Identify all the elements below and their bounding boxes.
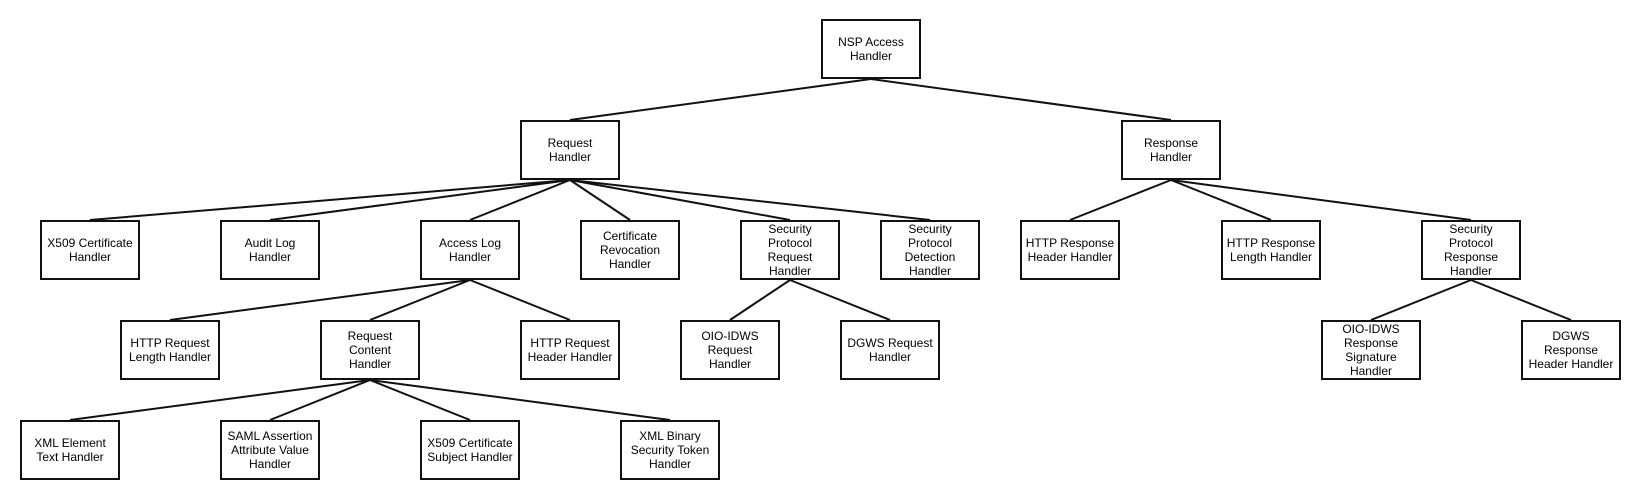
- node-request-handler: Request Handler: [520, 120, 620, 180]
- edge-reqcontent-to-xmlbin: [369, 379, 671, 421]
- node-oio-idws-request-handler: OIO-IDWS Request Handler: [680, 320, 780, 380]
- node-label: Audit Log Handler: [244, 236, 296, 264]
- edge-secresp-to-dgwsresp: [1470, 279, 1572, 321]
- node-label: SAML Assertion Attribute Value Handler: [227, 429, 313, 471]
- node-certificate-revocation-handler: Certificate Revocation Handler: [580, 220, 680, 280]
- edge-request-to-access: [469, 179, 571, 221]
- node-label: Request Handler: [547, 136, 593, 164]
- node-label: Security Protocol Response Handler: [1443, 222, 1499, 278]
- edge-request-to-revocation: [569, 179, 631, 221]
- node-http-response-length-handler: HTTP Response Length Handler: [1221, 220, 1321, 280]
- edge-request-to-x509: [89, 179, 571, 221]
- edge-root-to-response: [870, 78, 1172, 121]
- node-label: HTTP Request Length Handler: [128, 336, 212, 364]
- edge-reqcontent-to-saml: [269, 379, 371, 421]
- node-label: Response Handler: [1143, 136, 1199, 164]
- node-saml-assertion-attribute-value-handler: SAML Assertion Attribute Value Handler: [220, 420, 320, 480]
- node-label: XML Element Text Handler: [34, 436, 106, 464]
- node-label: OIO-IDWS Response Signature Handler: [1342, 322, 1400, 378]
- edge-request-to-secreq: [569, 179, 791, 221]
- node-security-protocol-response-handler: Security Protocol Response Handler: [1421, 220, 1521, 280]
- node-x509-certificate-subject-handler: X509 Certificate Subject Handler: [420, 420, 520, 480]
- edge-response-to-httpresplen: [1170, 179, 1272, 221]
- node-dgws-request-handler: DGWS Request Handler: [840, 320, 940, 380]
- node-http-request-length-handler: HTTP Request Length Handler: [120, 320, 220, 380]
- node-http-response-header-handler: HTTP Response Header Handler: [1020, 220, 1120, 280]
- node-label: Security Protocol Request Handler: [767, 222, 813, 278]
- node-label: DGWS Request Handler: [847, 336, 933, 364]
- edge-root-to-request: [569, 78, 872, 121]
- node-label: OIO-IDWS Request Handler: [701, 329, 759, 371]
- edge-request-to-audit: [269, 179, 571, 221]
- node-dgws-response-header-handler: DGWS Response Header Handler: [1521, 320, 1621, 380]
- node-label: HTTP Response Header Handler: [1025, 236, 1115, 264]
- node-xml-binary-security-token-handler: XML Binary Security Token Handler: [620, 420, 720, 480]
- node-xml-element-text-handler: XML Element Text Handler: [20, 420, 120, 480]
- node-nsp-access-handler: NSP Access Handler: [821, 19, 921, 79]
- node-label: NSP Access Handler: [838, 35, 904, 63]
- edge-reqcontent-to-x509subj: [369, 379, 471, 421]
- node-audit-log-handler: Audit Log Handler: [220, 220, 320, 280]
- edge-secreq-to-dgwsreq: [789, 279, 891, 321]
- edge-access-to-httpreqheader: [469, 279, 571, 321]
- node-x509-certificate-handler: X509 Certificate Handler: [40, 220, 140, 280]
- node-label: Request Content Handler: [347, 329, 393, 371]
- node-response-handler: Response Handler: [1121, 120, 1221, 180]
- node-security-protocol-request-handler: Security Protocol Request Handler: [740, 220, 840, 280]
- node-oio-idws-response-signature-handler: OIO-IDWS Response Signature Handler: [1321, 320, 1421, 380]
- node-label: HTTP Request Header Handler: [527, 336, 613, 364]
- edge-request-to-secdet: [569, 179, 931, 221]
- edge-access-to-httpreqlen: [169, 279, 471, 321]
- node-label: XML Binary Security Token Handler: [630, 429, 710, 471]
- node-label: X509 Certificate Subject Handler: [427, 436, 513, 464]
- edge-access-to-reqcontent: [369, 279, 471, 321]
- node-label: Certificate Revocation Handler: [599, 229, 661, 271]
- node-access-log-handler: Access Log Handler: [420, 220, 520, 280]
- node-request-content-handler: Request Content Handler: [320, 320, 420, 380]
- edge-response-to-httprespheader: [1069, 179, 1172, 221]
- edge-secreq-to-oioreq: [729, 279, 791, 321]
- node-label: Security Protocol Detection Handler: [904, 222, 956, 278]
- node-http-request-header-handler: HTTP Request Header Handler: [520, 320, 620, 380]
- node-label: HTTP Response Length Handler: [1226, 236, 1316, 264]
- edge-response-to-secresp: [1170, 179, 1472, 221]
- edge-secresp-to-oioresp: [1370, 279, 1472, 321]
- node-label: DGWS Response Header Handler: [1528, 329, 1614, 371]
- edge-reqcontent-to-xmlelem: [69, 379, 371, 421]
- node-label: Access Log Handler: [438, 236, 502, 264]
- node-security-protocol-detection-handler: Security Protocol Detection Handler: [880, 220, 980, 280]
- node-label: X509 Certificate Handler: [47, 236, 133, 264]
